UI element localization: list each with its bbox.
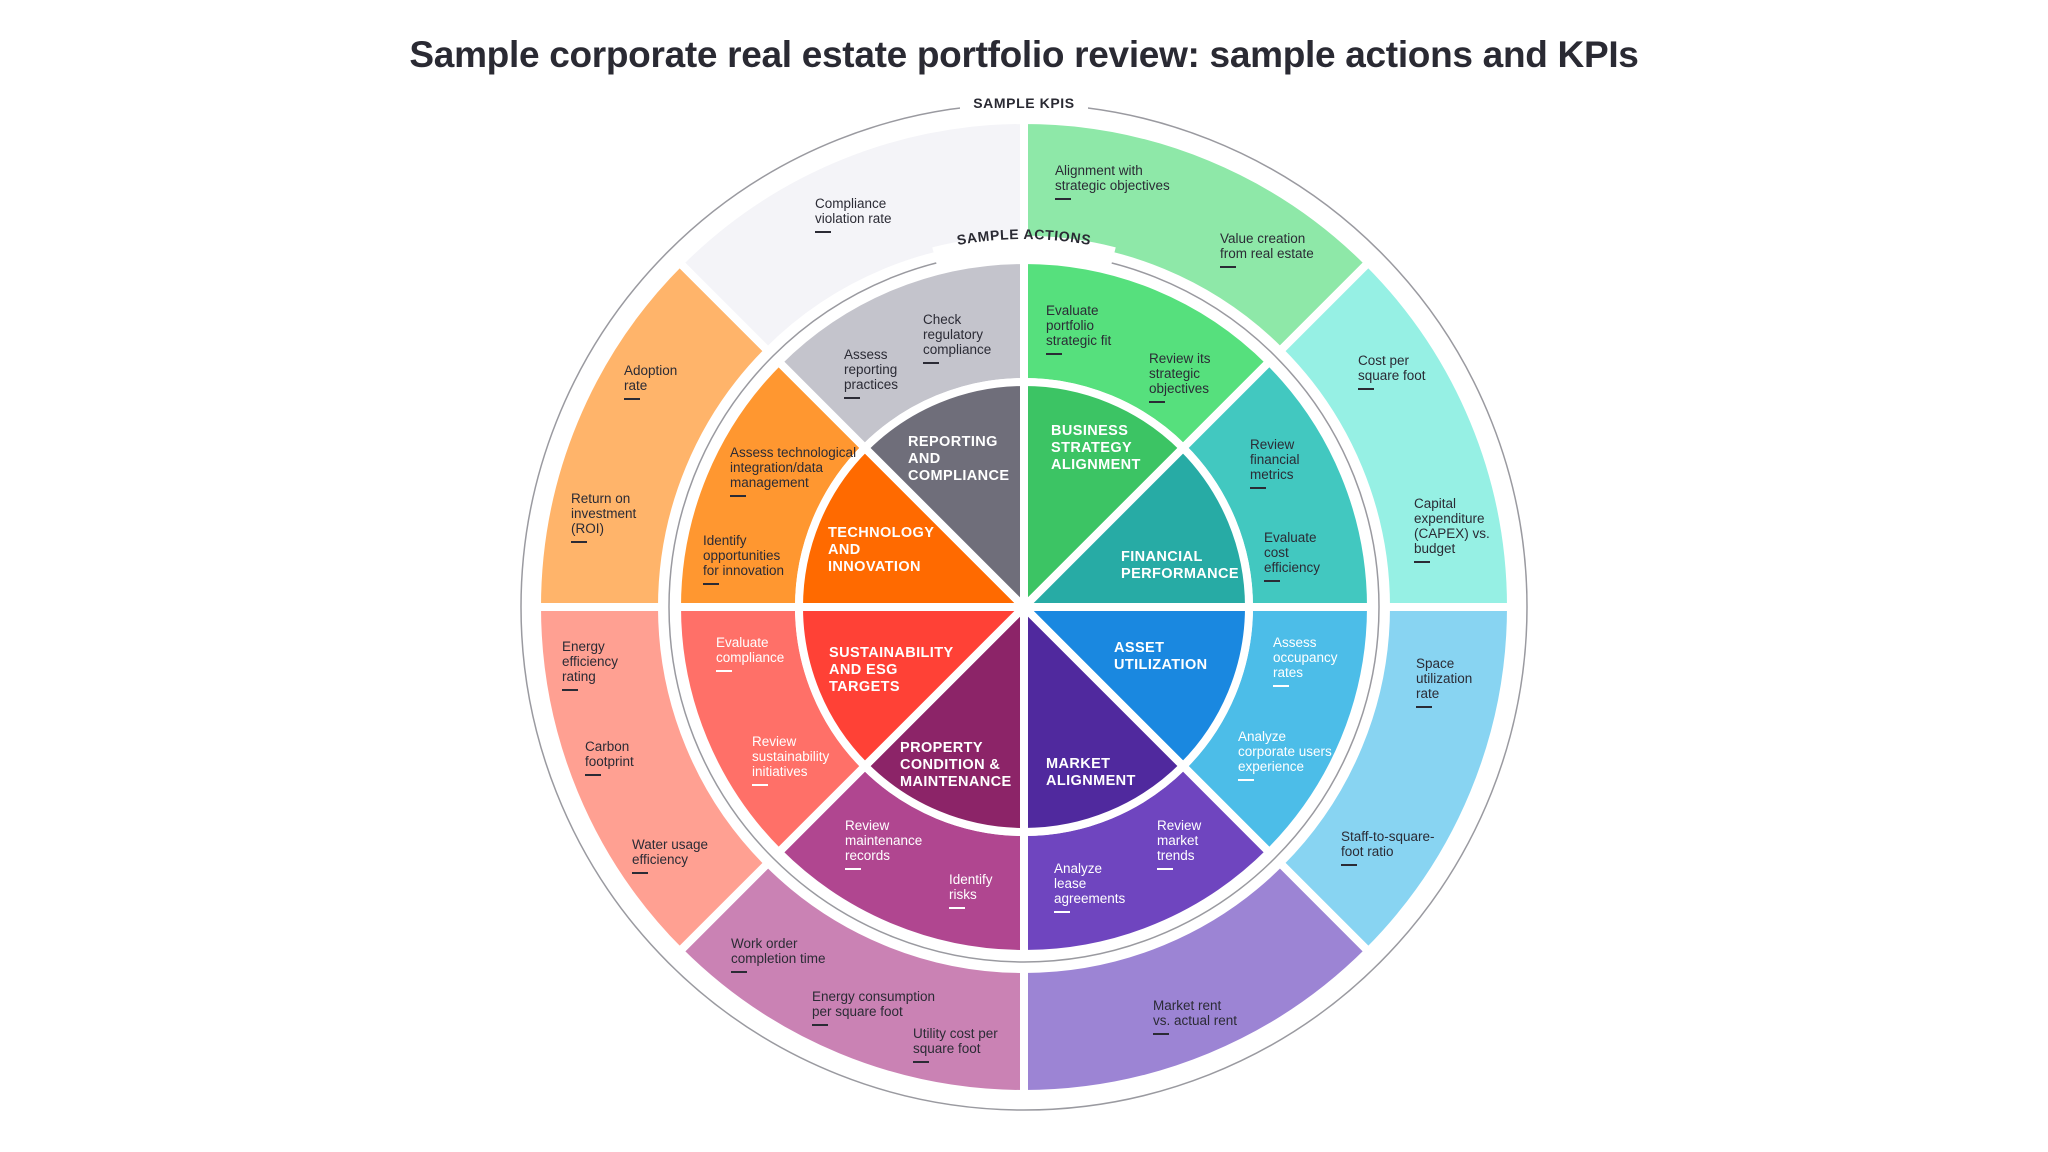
action-item: Review market trends [1157, 818, 1201, 870]
hub-asset-utilization: ASSET UTILIZATION [1114, 640, 1208, 673]
kpi-item: Capital expenditure (CAPEX) vs. budget [1414, 496, 1490, 563]
kpi-item: Return on investment (ROI) [571, 491, 636, 543]
action-item: Assess technological integration/data ma… [730, 445, 856, 497]
action-item: Evaluate portfolio strategic fit [1046, 303, 1111, 355]
action-item: Analyze lease agreements [1054, 861, 1125, 913]
actions-title-bg [932, 235, 1116, 269]
hub-sustainability-esg: SUSTAINABILITY AND ESG TARGETS [829, 645, 954, 695]
property-hub-sector [859, 597, 1028, 837]
hub-property-condition: PROPERTY CONDITION & MAINTENANCE [900, 740, 1012, 790]
kpi-item: Compliance violation rate [815, 196, 892, 233]
kpi-item: Staff-to-square- foot ratio [1341, 829, 1435, 866]
action-item: Review its strategic objectives [1149, 351, 1211, 403]
asset-hub-sector [1014, 603, 1254, 772]
reporting-kpi-sector [673, 115, 1028, 357]
action-item: Identify opportunities for innovation [703, 533, 784, 585]
action-item: Evaluate cost efficiency [1264, 530, 1320, 582]
action-item: Assess reporting practices [844, 347, 898, 399]
kpi-item: Energy consumption per square foot [812, 989, 935, 1026]
hub-business-strategy: BUSINESS STRATEGY ALIGNMENT [1051, 423, 1141, 473]
financial-hub-sector [1014, 442, 1254, 611]
kpi-item: Water usage efficiency [632, 837, 708, 874]
kpi-item: Adoption rate [624, 363, 677, 400]
hub-financial-performance: FINANCIAL PERFORMANCE [1121, 549, 1239, 582]
action-item: Analyze corporate users experience [1238, 729, 1332, 781]
action-item: Evaluate compliance [716, 635, 784, 672]
action-item: Identify risks [949, 872, 993, 909]
action-item: Review financial metrics [1250, 437, 1300, 489]
hub-market-alignment: MARKET ALIGNMENT [1046, 756, 1136, 789]
kpi-title-bg [960, 88, 1088, 112]
kpi-ring-title: SAMPLE KPIS [973, 95, 1075, 111]
reporting-hub-sector [859, 377, 1028, 617]
kpi-item: Space utilization rate [1416, 656, 1472, 708]
kpi-item: Work order completion time [731, 936, 826, 973]
action-item: Assess occupancy rates [1273, 635, 1338, 687]
sustainability-hub-sector [794, 603, 1034, 772]
kpi-item: Market rent vs. actual rent [1153, 998, 1237, 1035]
hub-technology-innovation: TECHNOLOGY AND INNOVATION [828, 525, 935, 575]
kpi-item: Energy efficiency rating [562, 639, 618, 691]
action-item: Review maintenance records [845, 818, 922, 870]
hub-reporting-compliance: REPORTING AND COMPLIANCE [908, 434, 1010, 484]
kpi-item: Carbon footprint [585, 739, 634, 776]
kpi-item: Alignment with strategic objectives [1055, 163, 1170, 200]
kpi-item: Utility cost per square foot [913, 1026, 998, 1063]
market-hub-sector [1020, 597, 1189, 837]
kpi-item: Value creation from real estate [1220, 231, 1314, 268]
action-item: Review sustainability initiatives [752, 734, 829, 786]
business-hub-sector [1020, 377, 1189, 617]
page-title: Sample corporate real estate portfolio r… [409, 34, 1639, 75]
kpi-item: Cost per square foot [1358, 353, 1426, 390]
action-item: Check regulatory compliance [923, 312, 991, 364]
